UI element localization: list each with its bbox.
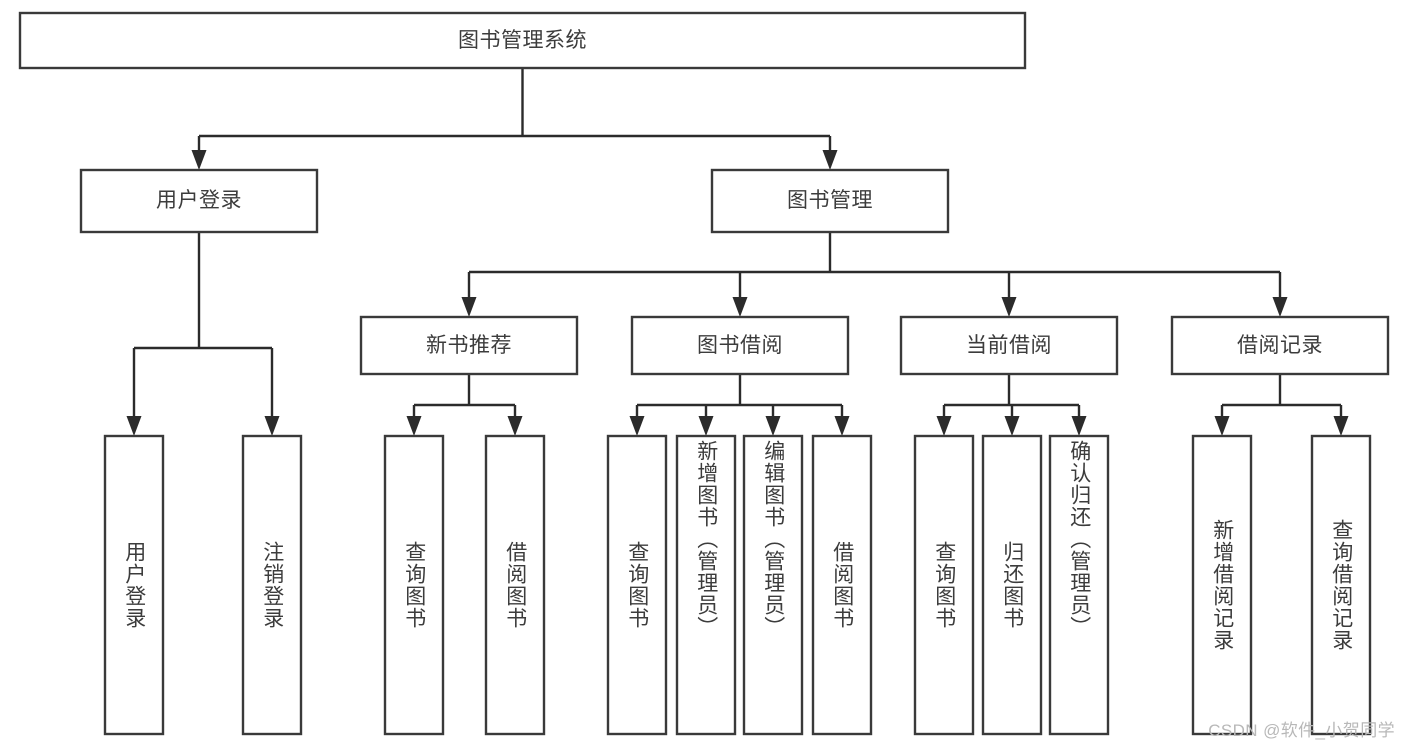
node-box-new-book-rec[interactable] xyxy=(359,315,579,376)
arrow-head-icon xyxy=(1071,416,1087,436)
arrow-head-icon xyxy=(1004,416,1020,436)
node-box-leaf-query-record[interactable] xyxy=(1310,434,1372,736)
arrow-head-icon xyxy=(732,297,748,317)
arrow-head-icon xyxy=(1333,416,1349,436)
arrow-head-icon xyxy=(822,150,838,170)
arrow-head-icon xyxy=(629,416,645,436)
arrow-head-icon xyxy=(507,416,523,436)
node-box-book-borrow[interactable] xyxy=(630,315,850,376)
node-box-leaf-borrow-book-1[interactable] xyxy=(484,434,546,736)
node-box-current-borrow[interactable] xyxy=(899,315,1119,376)
connector-group-c-user-login xyxy=(126,232,280,436)
arrow-head-icon xyxy=(406,416,422,436)
node-box-user-login[interactable] xyxy=(79,168,319,234)
connector-group-c-root xyxy=(191,68,838,170)
arrow-head-icon xyxy=(126,416,142,436)
arrow-head-icon xyxy=(698,416,714,436)
node-box-leaf-query-book-2[interactable] xyxy=(606,434,668,736)
node-box-leaf-borrow-book-2[interactable] xyxy=(811,434,873,736)
connector-group-c-new-book-rec xyxy=(406,374,523,436)
arrow-head-icon xyxy=(1214,416,1230,436)
arrow-head-icon xyxy=(936,416,952,436)
connector-group-c-current-borrow xyxy=(936,374,1087,436)
connectors-layer xyxy=(126,68,1349,436)
node-box-book-manage[interactable] xyxy=(710,168,950,234)
arrow-head-icon xyxy=(1001,297,1017,317)
node-box-leaf-query-book-3[interactable] xyxy=(913,434,975,736)
node-box-leaf-query-book-1[interactable] xyxy=(383,434,445,736)
node-boxes-layer xyxy=(18,11,1390,736)
node-box-leaf-logout[interactable] xyxy=(241,434,303,736)
arrow-head-icon xyxy=(461,297,477,317)
node-box-leaf-user-login[interactable] xyxy=(103,434,165,736)
node-box-leaf-add-book[interactable] xyxy=(675,434,737,736)
arrow-head-icon xyxy=(765,416,781,436)
connector-group-c-borrow-record xyxy=(1214,374,1349,436)
node-box-leaf-return-book[interactable] xyxy=(981,434,1043,736)
connector-group-c-book-manage xyxy=(461,232,1288,317)
arrow-head-icon xyxy=(834,416,850,436)
node-box-leaf-edit-book[interactable] xyxy=(742,434,804,736)
arrow-head-icon xyxy=(191,150,207,170)
arrow-head-icon xyxy=(264,416,280,436)
node-box-leaf-add-record[interactable] xyxy=(1191,434,1253,736)
arrow-head-icon xyxy=(1272,297,1288,317)
node-box-root[interactable] xyxy=(18,11,1027,70)
connector-group-c-book-borrow xyxy=(629,374,850,436)
node-box-leaf-confirm-return[interactable] xyxy=(1048,434,1110,736)
node-box-borrow-record[interactable] xyxy=(1170,315,1390,376)
